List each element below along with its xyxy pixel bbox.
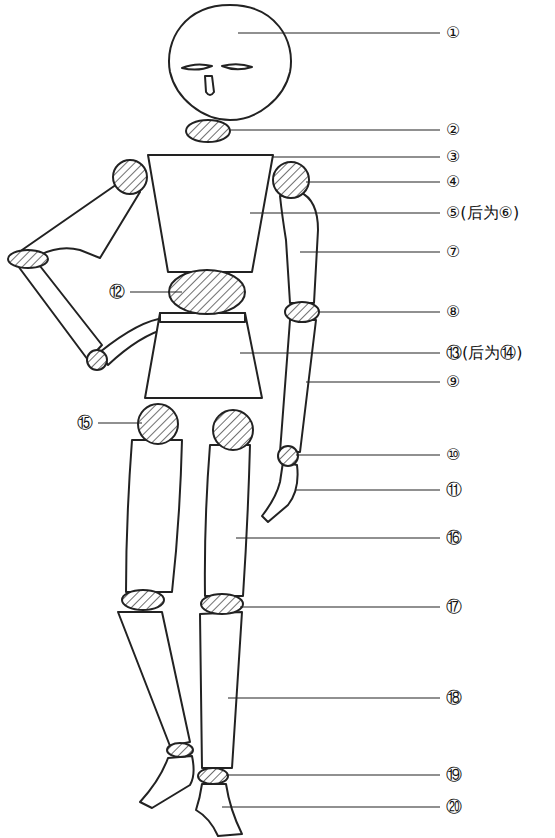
callout-number: ⑦	[445, 243, 461, 261]
leader-line	[240, 606, 440, 607]
callout-number: ③	[445, 148, 461, 166]
callout-number: ⑱	[445, 689, 463, 707]
thigh	[126, 440, 182, 592]
forearm	[280, 320, 316, 452]
leader-line	[318, 311, 440, 312]
shin	[118, 612, 190, 746]
callout-number: ⑤(后为⑥)	[445, 204, 520, 222]
neck-joint	[186, 120, 230, 142]
pelvis	[145, 313, 262, 398]
elbow-joint	[8, 250, 48, 268]
callout-number: ⑳	[445, 798, 463, 816]
leader-line	[98, 422, 142, 423]
leader-line	[228, 697, 440, 698]
leader-line	[306, 181, 440, 182]
callout-number: ②	[445, 121, 461, 139]
callout-number: ⑧	[445, 303, 461, 321]
ankle-joint	[167, 743, 193, 757]
callout-number: ⑮	[76, 414, 94, 432]
shin	[200, 612, 242, 768]
wrist-joint	[87, 350, 107, 370]
eye	[222, 64, 252, 69]
hip-joint	[138, 404, 178, 444]
leader-line	[306, 381, 440, 382]
shoulder-joint	[113, 160, 147, 194]
wrist-joint	[278, 446, 298, 466]
elbow-joint	[285, 302, 319, 322]
shoulder-joint	[273, 162, 309, 198]
leader-line	[236, 537, 440, 538]
thigh	[205, 445, 250, 596]
head	[169, 5, 291, 120]
callout-number: ⑩	[445, 446, 461, 464]
leader-line	[230, 129, 440, 130]
knee-joint	[122, 590, 164, 610]
leader-line	[226, 774, 440, 775]
leader-line	[250, 212, 440, 213]
callout-number: ⑨	[445, 373, 461, 391]
leader-line	[295, 489, 440, 490]
forearm	[18, 266, 102, 360]
nose	[205, 76, 214, 95]
hand	[262, 462, 298, 522]
leader-line	[296, 454, 440, 455]
foot	[140, 756, 194, 808]
leader-line	[240, 352, 440, 353]
leader-line	[222, 806, 440, 807]
hip-joint	[213, 410, 253, 450]
upper-arm	[22, 182, 140, 258]
callout-number: ①	[445, 24, 461, 42]
callout-number: ④	[445, 173, 461, 191]
callout-number: ⑰	[445, 598, 463, 616]
eye	[182, 64, 212, 69]
foot	[196, 784, 242, 836]
leader-line	[238, 32, 440, 33]
leader-line	[273, 156, 440, 157]
upper-arm	[280, 192, 318, 303]
ankle-joint	[198, 768, 228, 784]
leader-line	[130, 291, 182, 292]
callout-number: ⑬(后为⑭)	[445, 344, 523, 362]
leader-line	[300, 251, 440, 252]
knee-joint	[201, 594, 243, 614]
callout-number: ⑫	[108, 283, 126, 301]
callout-number: ⑯	[445, 529, 463, 547]
callout-number: ⑲	[445, 766, 463, 784]
callout-number: ⑪	[445, 481, 463, 499]
